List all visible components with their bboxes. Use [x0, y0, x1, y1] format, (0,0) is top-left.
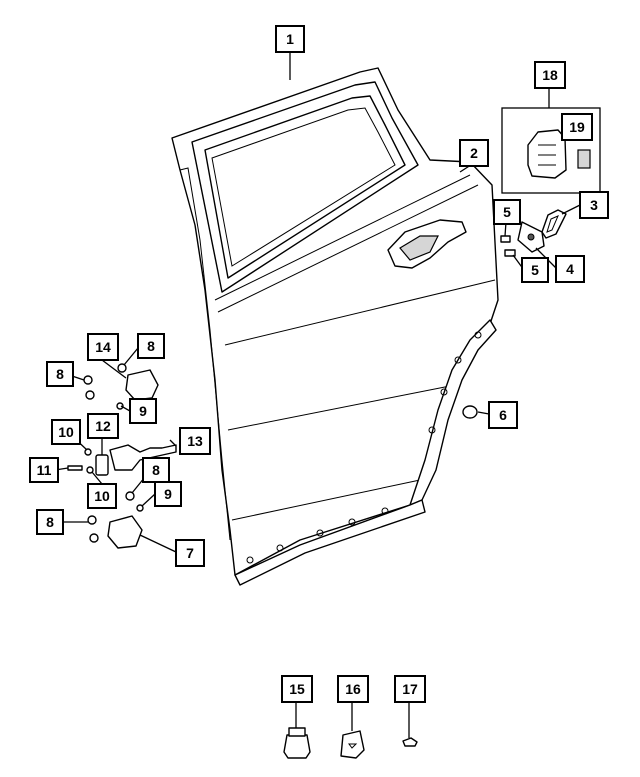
svg-text:1: 1 — [286, 31, 294, 47]
callout-5-upper: 5 — [493, 199, 521, 225]
callout-14: 14 — [87, 333, 119, 361]
door-shell — [171, 67, 499, 586]
plug — [462, 405, 478, 419]
svg-text:12: 12 — [95, 418, 111, 434]
callout-9-b: 9 — [154, 481, 182, 507]
callout-11: 11 — [29, 457, 59, 483]
callout-2: 2 — [459, 139, 489, 167]
svg-text:5: 5 — [531, 262, 539, 278]
callout-10-b: 10 — [87, 483, 117, 509]
svg-text:9: 9 — [164, 486, 172, 502]
callout-1: 1 — [275, 25, 305, 53]
callout-8-d: 8 — [36, 509, 64, 535]
svg-text:16: 16 — [345, 681, 361, 697]
callout-9-a: 9 — [129, 398, 157, 424]
callout-8-b: 8 — [137, 333, 165, 359]
rocker-holes — [246, 331, 482, 564]
svg-text:8: 8 — [152, 462, 160, 478]
callout-15: 15 — [281, 675, 313, 703]
callout-13: 13 — [179, 427, 211, 455]
svg-text:6: 6 — [499, 407, 507, 423]
svg-text:10: 10 — [94, 488, 110, 504]
outside-door-handle — [387, 219, 467, 269]
callout-6: 6 — [488, 401, 518, 429]
callout-3: 3 — [579, 191, 609, 219]
lower-hinge — [87, 515, 143, 549]
part-18-frame — [501, 107, 601, 194]
svg-text:17: 17 — [402, 681, 418, 697]
callout-12: 12 — [87, 413, 119, 439]
svg-text:4: 4 — [566, 261, 574, 277]
callout-7: 7 — [175, 539, 205, 567]
svg-text:11: 11 — [37, 462, 52, 478]
callout-5-lower: 5 — [521, 257, 549, 283]
callout-4: 4 — [555, 255, 585, 283]
svg-text:8: 8 — [147, 338, 155, 354]
callout-10-a: 10 — [51, 419, 81, 445]
callout-16: 16 — [337, 675, 369, 703]
svg-text:18: 18 — [542, 67, 558, 83]
callout-18: 18 — [534, 61, 566, 89]
svg-text:7: 7 — [186, 545, 194, 561]
svg-text:14: 14 — [95, 339, 111, 355]
callout-19: 19 — [561, 113, 593, 141]
svg-text:3: 3 — [590, 197, 598, 213]
upper-hinge — [83, 363, 159, 410]
svg-text:8: 8 — [56, 366, 64, 382]
svg-text:13: 13 — [187, 433, 203, 449]
callout-17: 17 — [394, 675, 426, 703]
svg-text:2: 2 — [470, 145, 478, 161]
svg-text:10: 10 — [58, 424, 74, 440]
striker-parts — [500, 209, 567, 257]
nut-part-15 — [283, 727, 311, 759]
clip-part-16 — [340, 730, 365, 759]
svg-text:5: 5 — [503, 204, 511, 220]
door-check — [67, 444, 177, 512]
callout-8-a: 8 — [46, 361, 74, 387]
svg-text:8: 8 — [46, 514, 54, 530]
svg-text:9: 9 — [139, 403, 147, 419]
clip-part-17 — [402, 737, 418, 747]
svg-text:15: 15 — [289, 681, 305, 697]
svg-text:19: 19 — [569, 119, 585, 135]
callout-8-c: 8 — [142, 457, 170, 483]
